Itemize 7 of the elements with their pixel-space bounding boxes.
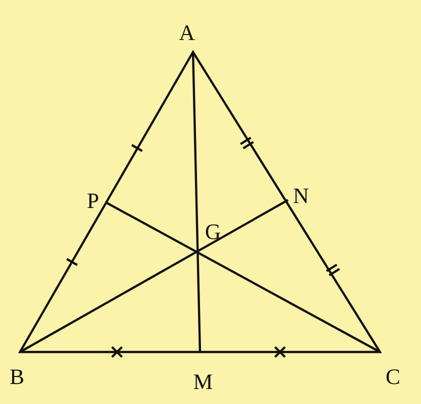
point-label: N xyxy=(293,185,309,207)
point-label: B xyxy=(10,366,24,388)
point-label: M xyxy=(193,371,213,393)
point-label: G xyxy=(205,221,221,243)
point-label: P xyxy=(86,190,100,212)
point-label: C xyxy=(386,366,400,388)
point-label: A xyxy=(179,22,195,44)
